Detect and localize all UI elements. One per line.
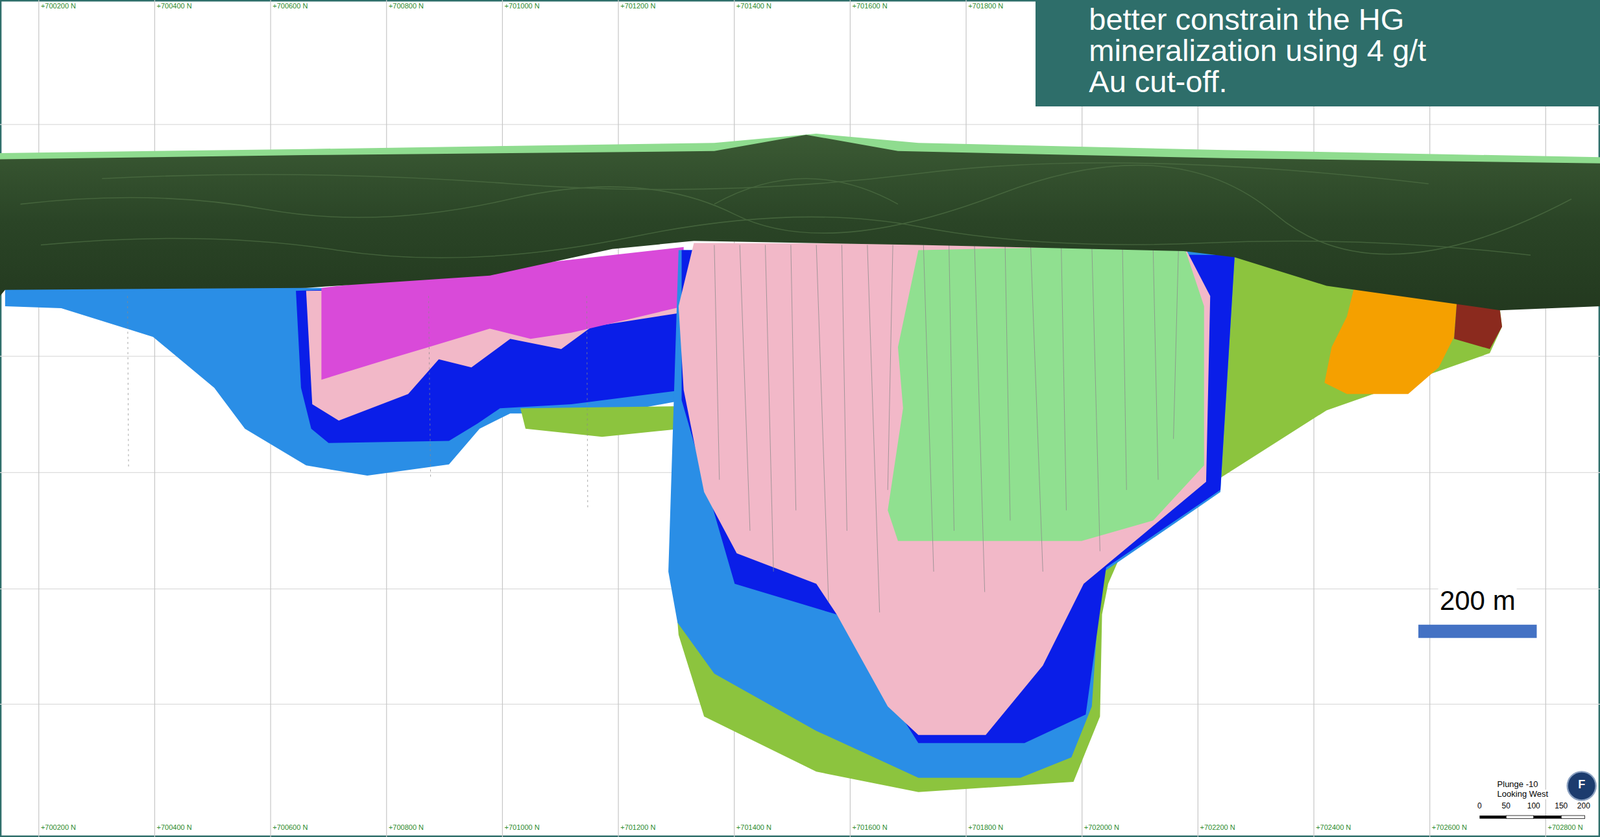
grid-coordinate: +701600 N [852, 823, 888, 832]
grid-coordinate: +701800 N [968, 1, 1004, 10]
view-orientation-icon [1567, 771, 1597, 800]
grid-coordinate: +700400 N [157, 823, 193, 832]
grid-coordinate: +700600 N [272, 823, 308, 832]
grid-coordinate: +701400 N [736, 823, 772, 832]
scale-number: 200 [1577, 801, 1591, 811]
scale-bar [1418, 624, 1537, 638]
grid-coordinate: +702400 N [1315, 823, 1351, 832]
terrain-ridges [20, 162, 1572, 258]
grid-coordinate: +700200 N [40, 823, 76, 832]
ore-zone-green [520, 406, 682, 437]
grid-coordinate: +700800 N [388, 1, 424, 10]
grid-coordinate: +701200 N [620, 1, 656, 10]
grid-coordinate: +701600 N [852, 1, 888, 10]
grid-coordinate: +701400 N [736, 1, 772, 10]
grid-coordinate: +701000 N [504, 823, 540, 832]
grid-coordinate: +702200 N [1200, 823, 1236, 832]
grid-coordinate: +701200 N [620, 823, 656, 832]
ore-zone-light-green [887, 245, 1205, 542]
scale-number: 50 [1502, 801, 1511, 811]
grid-coordinate: +700400 N [157, 1, 193, 10]
small-scale-bar [1479, 815, 1585, 819]
scale-number: 0 [1477, 801, 1482, 811]
scale-number: 150 [1554, 801, 1568, 811]
scale-label: 200 m [1438, 585, 1517, 616]
grid-coordinate: +700600 N [272, 1, 308, 10]
view-direction: Looking West [1496, 789, 1551, 799]
drill-holes [127, 245, 1179, 613]
terrain-block [0, 134, 1600, 311]
callout-text: better constrain the HG mineralization u… [1088, 3, 1453, 98]
grid-coordinate: +702800 N [1547, 823, 1583, 832]
scale-number: 100 [1527, 801, 1541, 811]
grid-coordinate: +702600 N [1431, 823, 1467, 832]
grid-coordinate: +700800 N [388, 823, 424, 832]
logo-letter: F [1577, 778, 1586, 792]
grid-coordinate: +702000 N [1084, 823, 1120, 832]
callout-box: better constrain the HG mineralization u… [1035, 0, 1600, 107]
grid-coordinate: +700200 N [40, 1, 76, 10]
grid-coordinate: +701000 N [504, 1, 540, 10]
ore-zone-pink [678, 242, 1211, 735]
grid-coordinate: +701800 N [968, 823, 1004, 832]
view-plunge: Plunge -10 [1496, 779, 1540, 789]
